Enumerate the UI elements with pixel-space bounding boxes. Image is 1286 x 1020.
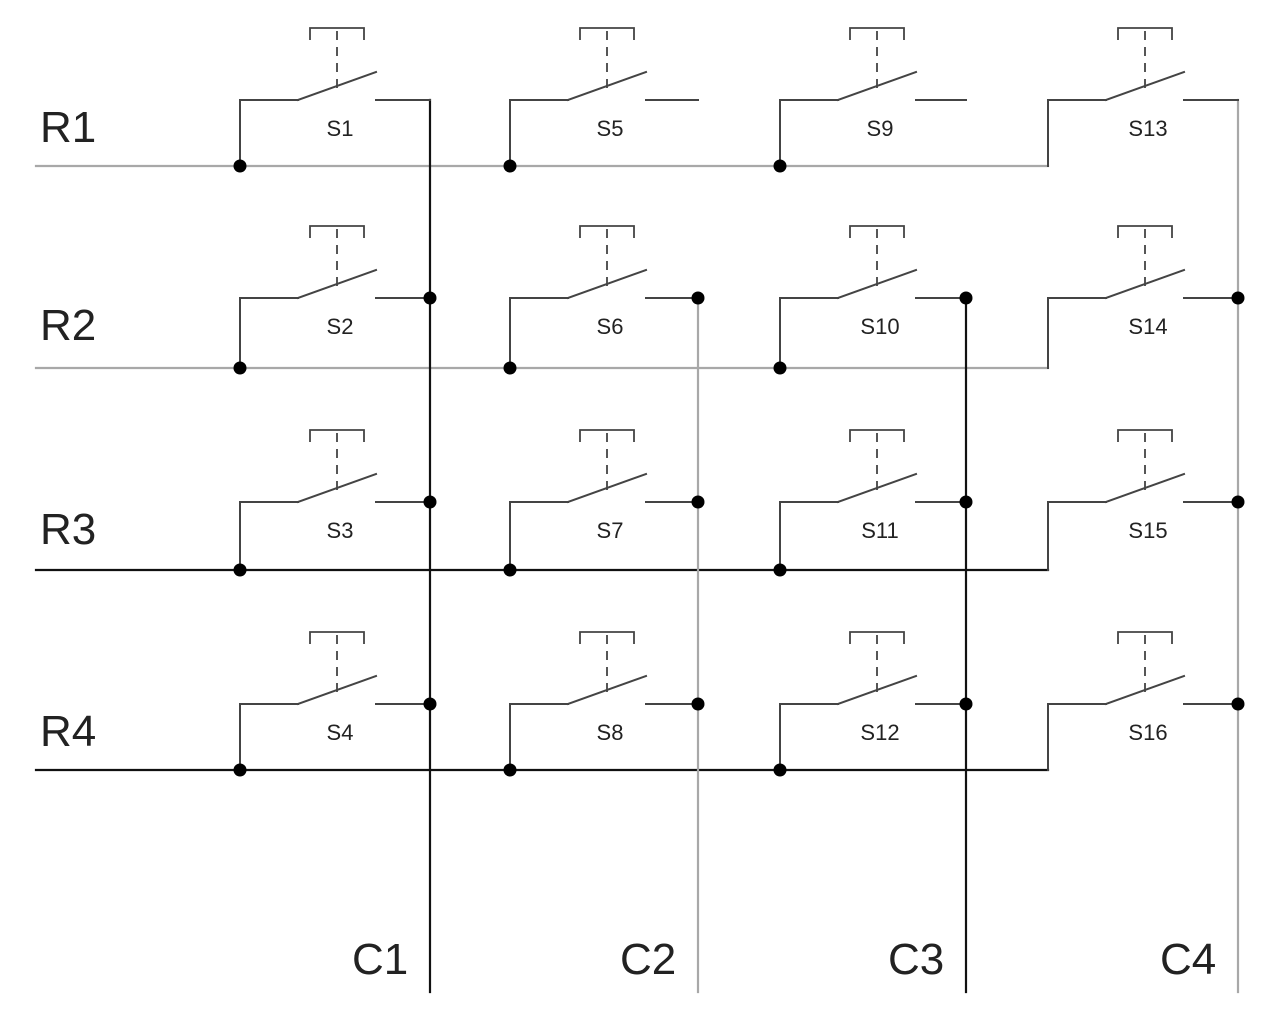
switch-label: S7	[597, 518, 624, 543]
junction-dot-column	[423, 495, 437, 509]
switch-label: S4	[327, 720, 354, 745]
column-label-c4: C4	[1160, 935, 1216, 984]
switch-s13: S13	[1047, 27, 1239, 167]
switch-actuator-button	[1117, 27, 1173, 40]
switch-s2: S2	[239, 225, 431, 369]
junction-dot-row	[503, 763, 517, 777]
switch-actuator-button	[849, 225, 905, 238]
switch-s11: S11	[779, 429, 967, 571]
switch-label: S2	[327, 314, 354, 339]
switch-label: S13	[1128, 116, 1167, 141]
switch-label: S14	[1128, 314, 1167, 339]
switch-actuator-button	[309, 631, 365, 644]
switch-label: S3	[327, 518, 354, 543]
switch-label: S12	[860, 720, 899, 745]
switch-label: S11	[861, 518, 899, 543]
switch-label: S6	[597, 314, 624, 339]
switch-actuator-button	[1117, 429, 1173, 442]
switch-s12: S12	[779, 631, 967, 771]
junction-dot-column	[691, 291, 705, 305]
junction-dot-column	[959, 495, 973, 509]
row-label-r4: R4	[40, 707, 96, 756]
switch-actuator-button	[1117, 225, 1173, 238]
junction-dot-row	[233, 159, 247, 173]
junction-dot-row	[773, 563, 787, 577]
switch-actuator-button	[309, 225, 365, 238]
switch-actuator-button	[579, 429, 635, 442]
switch-s9: S9	[779, 27, 967, 167]
row-label-r1: R1	[40, 103, 96, 152]
junction-dot-row	[773, 763, 787, 777]
junction-dot-column	[1231, 291, 1245, 305]
switch-s4: S4	[239, 631, 431, 771]
switch-actuator-button	[579, 631, 635, 644]
switch-actuator-button	[849, 631, 905, 644]
switch-label: S15	[1128, 518, 1167, 543]
column-label-c2: C2	[620, 935, 676, 984]
switch-s16: S16	[1047, 631, 1239, 771]
junction-dot-row	[233, 361, 247, 375]
row-label-r3: R3	[40, 505, 96, 554]
junction-dot-column	[423, 291, 437, 305]
switch-actuator-button	[849, 429, 905, 442]
switch-s14: S14	[1047, 225, 1239, 369]
row-label-r2: R2	[40, 301, 96, 350]
switch-actuator-button	[309, 429, 365, 442]
junction-dot-column	[1231, 495, 1245, 509]
switch-s15: S15	[1047, 429, 1239, 571]
wires	[34, 98, 1240, 994]
column-label-c1: C1	[352, 935, 408, 984]
switch-label: S8	[597, 720, 624, 745]
switch-s10: S10	[779, 225, 967, 369]
switch-s3: S3	[239, 429, 431, 571]
junction-dot-column	[1231, 697, 1245, 711]
switch-label: S5	[597, 116, 624, 141]
switch-label: S10	[860, 314, 899, 339]
switch-s8: S8	[509, 631, 699, 771]
switch-actuator-button	[579, 27, 635, 40]
switch-s7: S7	[509, 429, 699, 571]
junction-dot-row	[503, 563, 517, 577]
switch-s5: S5	[509, 27, 699, 167]
switch-actuator-button	[849, 27, 905, 40]
junction-dot-row	[773, 361, 787, 375]
junction-dot-row	[233, 763, 247, 777]
switch-label: S16	[1128, 720, 1167, 745]
switch-s1: S1	[239, 27, 431, 167]
column-label-c3: C3	[888, 935, 944, 984]
junction-dots	[233, 159, 1245, 777]
switch-label: S9	[867, 116, 894, 141]
switch-s6: S6	[509, 225, 699, 369]
junction-dot-column	[691, 697, 705, 711]
switch-actuator-button	[579, 225, 635, 238]
junction-dot-row	[503, 361, 517, 375]
switch-label: S1	[327, 116, 354, 141]
junction-dot-row	[503, 159, 517, 173]
switch-actuator-button	[309, 27, 365, 40]
junction-dot-column	[959, 291, 973, 305]
junction-dot-row	[773, 159, 787, 173]
junction-dot-column	[959, 697, 973, 711]
junction-dot-column	[691, 495, 705, 509]
junction-dot-column	[423, 697, 437, 711]
junction-dot-row	[233, 563, 247, 577]
switch-actuator-button	[1117, 631, 1173, 644]
